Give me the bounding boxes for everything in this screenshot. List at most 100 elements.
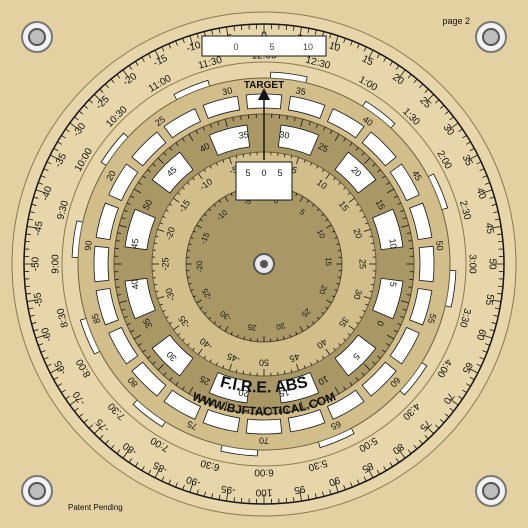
- center-scale-label: 15: [324, 257, 333, 267]
- scale-tick: [289, 334, 292, 338]
- inner-scale-label: 50: [259, 358, 269, 368]
- scale-tick: [61, 135, 66, 139]
- scale-tick: [398, 69, 406, 79]
- scale-tick: [494, 218, 500, 221]
- scale-tick: [157, 157, 164, 164]
- scale-tick: [155, 235, 159, 238]
- mid-scale-label: 0: [375, 319, 386, 328]
- scale-tick: [350, 482, 353, 488]
- scale-tick: [364, 364, 371, 371]
- scale-tick: [435, 99, 440, 104]
- scale-tick: [46, 161, 52, 165]
- scale-tick: [316, 208, 320, 212]
- scale-tick: [147, 169, 151, 173]
- clock-label: 2:30: [457, 199, 473, 221]
- scale-tick: [224, 119, 228, 127]
- scale-tick: [28, 307, 34, 310]
- middle-white-window: [287, 95, 326, 119]
- scale-tick: [337, 250, 341, 252]
- scale-tick: [484, 182, 490, 185]
- scale-tick: [232, 406, 235, 411]
- mid-scale-label: 40: [129, 279, 140, 290]
- scale-tick: [25, 233, 31, 235]
- inner-scale-label: 45: [288, 351, 301, 364]
- outer-scale-label: -95: [220, 482, 236, 495]
- scale-tick: [122, 69, 130, 79]
- scale-tick: [177, 192, 181, 195]
- outer-scale-label: -50: [31, 256, 42, 271]
- scale-tick: [462, 135, 467, 139]
- scale-tick: [119, 224, 127, 228]
- mid-white-window: [334, 151, 377, 194]
- scale-tick: [152, 163, 156, 167]
- middle-white-window: [389, 163, 420, 202]
- scale-tick: [218, 199, 222, 203]
- scale-tick: [152, 361, 156, 365]
- scale-tick: [444, 413, 450, 418]
- scale-tick: [188, 386, 194, 395]
- scale-tick: [110, 78, 115, 84]
- scale-tick: [74, 407, 79, 412]
- scale-tick: [440, 419, 445, 424]
- scale-tick: [189, 35, 194, 46]
- middle-white-window: [326, 108, 365, 139]
- scale-tick: [299, 26, 302, 37]
- scale-tick: [74, 116, 79, 121]
- middle-scale-label: 30: [221, 85, 233, 97]
- scale-tick: [356, 43, 360, 49]
- scale-tick: [236, 334, 239, 338]
- scale-tick: [197, 348, 203, 355]
- inner-window-label: 5: [277, 168, 282, 178]
- middle-white-window: [326, 389, 365, 420]
- scale-tick: [493, 211, 499, 214]
- middle-scale-label: 45: [410, 169, 424, 183]
- scale-tick: [398, 449, 406, 459]
- scale-tick: [35, 334, 46, 339]
- top-window-label: 0: [233, 42, 238, 52]
- scale-tick: [491, 299, 502, 302]
- scale-tick: [383, 466, 387, 471]
- scale-tick: [242, 370, 244, 375]
- scale-tick: [35, 189, 46, 194]
- scale-tick: [161, 46, 165, 52]
- center-scale-label: 30: [275, 321, 286, 332]
- scale-tick: [329, 33, 332, 39]
- scale-tick: [293, 497, 295, 503]
- scale-tick: [232, 117, 235, 122]
- middle-white-window: [361, 361, 397, 397]
- scale-tick: [462, 389, 467, 393]
- middle-scale-label: 65: [329, 419, 342, 432]
- scale-tick: [202, 397, 205, 402]
- scale-tick: [307, 494, 310, 500]
- scale-tick: [162, 310, 166, 313]
- scale-tick: [215, 362, 218, 366]
- scale-tick: [347, 333, 351, 336]
- scale-tick: [203, 311, 207, 315]
- scale-tick: [283, 336, 285, 340]
- scale-tick: [468, 154, 479, 160]
- scale-tick: [458, 128, 463, 133]
- scale-tick: [334, 236, 338, 239]
- scale-tick: [419, 83, 424, 88]
- scale-tick: [218, 494, 221, 500]
- scale-tick: [494, 307, 500, 310]
- scale-tick: [359, 316, 363, 319]
- scale-tick: [308, 402, 311, 407]
- scale-tick: [306, 325, 310, 329]
- scale-tick: [325, 218, 329, 222]
- center-scale-label: -15: [199, 231, 212, 246]
- mid-scale-label: 10: [387, 238, 398, 249]
- patent-pending-label: Patent Pending: [68, 503, 123, 512]
- scale-tick: [165, 316, 169, 319]
- clock-label: 8:30: [55, 307, 71, 329]
- mid-scale-label: 25: [317, 141, 330, 154]
- middle-scale-label: 40: [361, 114, 375, 128]
- scale-tick: [322, 169, 325, 173]
- outer-scale-label: -60: [40, 325, 55, 343]
- scale-tick: [189, 482, 194, 493]
- scale-tick: [209, 359, 212, 363]
- scale-tick: [61, 389, 66, 393]
- top-scale-window: [201, 35, 327, 57]
- scale-tick: [188, 243, 192, 245]
- scale-tick: [325, 306, 329, 310]
